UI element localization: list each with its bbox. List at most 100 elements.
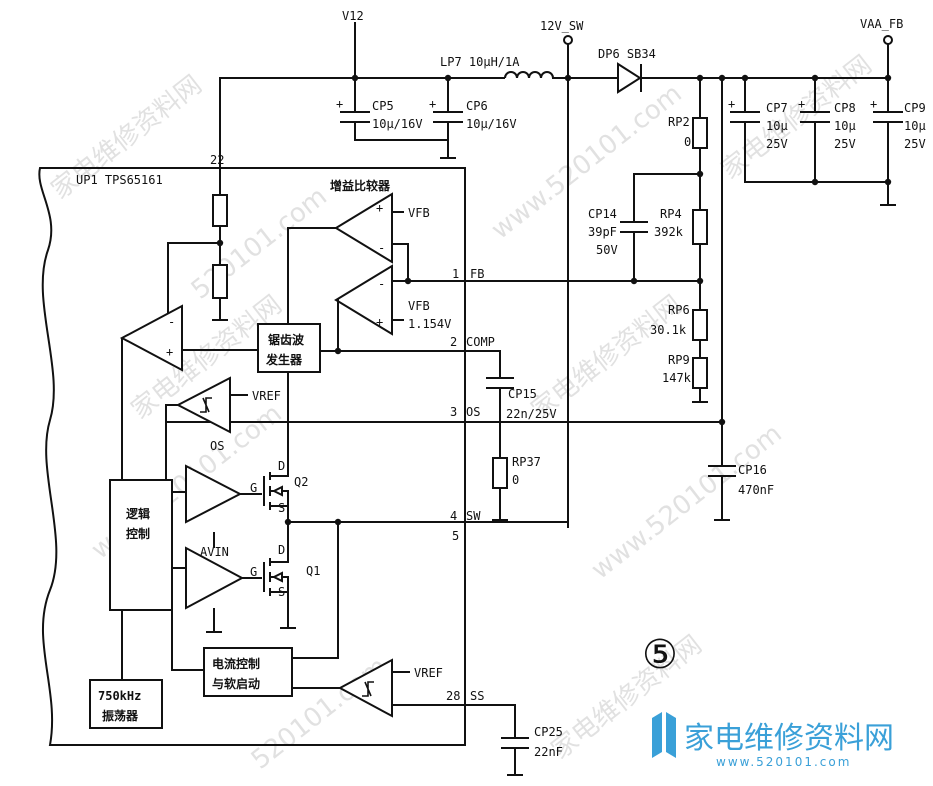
watermark-text: 家电维修资料网 xyxy=(716,50,878,186)
pin-28: 28 xyxy=(446,689,460,703)
rp9-value: 147k xyxy=(662,371,692,385)
internal-resistor-top xyxy=(212,194,228,227)
cp9-name: CP9 xyxy=(904,101,926,115)
q1-drain: D xyxy=(278,543,285,557)
logic-label-1: 逻辑 xyxy=(126,506,150,521)
rp9-resistor xyxy=(692,357,708,389)
rp4-resistor xyxy=(692,209,708,245)
junction-dot xyxy=(811,178,819,186)
polarity-plus: + xyxy=(429,97,436,111)
rp6-resistor xyxy=(692,309,708,341)
cp8-capacitor xyxy=(800,111,830,123)
site-logo: 家电维修资料网 www.520101.com xyxy=(652,712,894,769)
sw-wire xyxy=(288,521,569,528)
logo-text: 家电维修资料网 xyxy=(684,721,894,756)
pin-22: 22 xyxy=(210,153,224,167)
comp-wire xyxy=(338,350,508,521)
rp9-name: RP9 xyxy=(668,353,690,367)
oscillator-label: 振荡器 xyxy=(102,708,139,723)
error-amp-2-wires xyxy=(320,280,408,352)
junction-dot xyxy=(718,418,726,426)
internal-resistor-bottom xyxy=(212,264,228,299)
rp4-value: 392k xyxy=(654,225,684,239)
book-icon xyxy=(652,712,676,758)
ref-vfb-2: VFB xyxy=(408,299,430,313)
dp6-label: DP6 SB34 xyxy=(598,47,656,61)
polarity-plus: + xyxy=(728,97,735,111)
ss-wire xyxy=(388,704,523,776)
q1-body-arrow xyxy=(271,571,283,583)
polarity-plus: + xyxy=(870,97,877,111)
opamp-plus: + xyxy=(376,315,383,329)
opamp-plus: + xyxy=(376,201,383,215)
dp6-diode xyxy=(617,62,642,94)
pin-1: 1 xyxy=(452,267,459,281)
net-12v-sw: 12V_SW xyxy=(540,19,584,33)
q1-source: S xyxy=(278,585,285,599)
sawtooth-label-1: 锯齿波 xyxy=(268,332,305,347)
gate-driver-q1 xyxy=(185,546,245,610)
net-v12: V12 xyxy=(342,9,364,23)
cp5-value: 10μ/16V xyxy=(372,117,423,131)
logic-to-current-wire xyxy=(171,600,204,671)
cp8-name: CP8 xyxy=(834,101,856,115)
pwm-comparator xyxy=(119,304,183,372)
pin-os: OS xyxy=(466,405,480,419)
rp6-value: 30.1k xyxy=(650,323,687,337)
net-vaa-fb: VAA_FB xyxy=(860,17,903,31)
rp37-resistor xyxy=(492,457,508,489)
schmitt-symbol xyxy=(200,397,212,413)
pin-comp: COMP xyxy=(466,335,495,349)
cp25-name: CP25 xyxy=(534,725,563,739)
divider-wires xyxy=(692,78,708,403)
cp5-capacitor xyxy=(340,111,370,123)
logic-control-block xyxy=(109,479,173,611)
cp7-volt: 25V xyxy=(766,137,788,151)
ref-vfb-value: 1.154V xyxy=(408,317,451,331)
sawtooth-label-2: 发生器 xyxy=(265,352,303,367)
opamp-plus: + xyxy=(166,345,173,359)
watermark-layer: 家电维修资料网 520101.com 家电维修资料网 www.520101.co… xyxy=(46,50,878,776)
cp14-wires xyxy=(633,173,700,281)
q1-gate: G xyxy=(250,565,257,579)
cp9-value: 10μ xyxy=(904,119,926,133)
pin-3: 3 xyxy=(450,405,457,419)
cp6-value: 10μ/16V xyxy=(466,117,517,131)
lp7-label: LP7 10μH/1A xyxy=(440,55,520,69)
cp14-volt: 50V xyxy=(596,243,618,257)
q1-driver-supply xyxy=(206,532,222,633)
testpoint-vaa-fb xyxy=(883,35,893,45)
junction-dot xyxy=(564,74,572,82)
ref-vref-2: VREF xyxy=(414,666,443,680)
q2-gate: G xyxy=(250,481,257,495)
opamp-minus: - xyxy=(168,315,175,329)
oscillator-block xyxy=(89,679,163,729)
cp7-name: CP7 xyxy=(766,101,788,115)
cp6-name: CP6 xyxy=(466,99,488,113)
current-control-block xyxy=(203,647,293,697)
cp9-capacitor xyxy=(873,111,903,123)
ss-comparator-wires xyxy=(292,671,410,706)
rp2-name: RP2 xyxy=(668,115,690,129)
cp5-name: CP5 xyxy=(372,99,394,113)
logo-url: www.520101.com xyxy=(716,755,851,769)
opamp-minus: - xyxy=(378,277,385,291)
lp7-inductor xyxy=(504,71,575,79)
q1-mosfet xyxy=(263,522,296,629)
cp6-capacitor xyxy=(433,111,463,123)
v12-rail xyxy=(219,77,505,168)
ref-vref-1: VREF xyxy=(252,389,281,403)
pin-4: 4 xyxy=(450,509,457,523)
cp5-wires xyxy=(354,78,448,141)
output-rail xyxy=(640,64,888,92)
cp8-value: 10μ xyxy=(834,119,856,133)
cp16-name: CP16 xyxy=(738,463,767,477)
cp16-value: 470nF xyxy=(738,483,774,497)
cp25-capacitor xyxy=(501,737,529,749)
error-amp-1 xyxy=(334,192,393,264)
gain-comparator-label: 增益比较器 xyxy=(330,178,391,193)
q2-label: Q2 xyxy=(294,475,308,489)
cp8-volt: 25V xyxy=(834,137,856,151)
watermark-text: www.520101.com xyxy=(486,79,688,246)
